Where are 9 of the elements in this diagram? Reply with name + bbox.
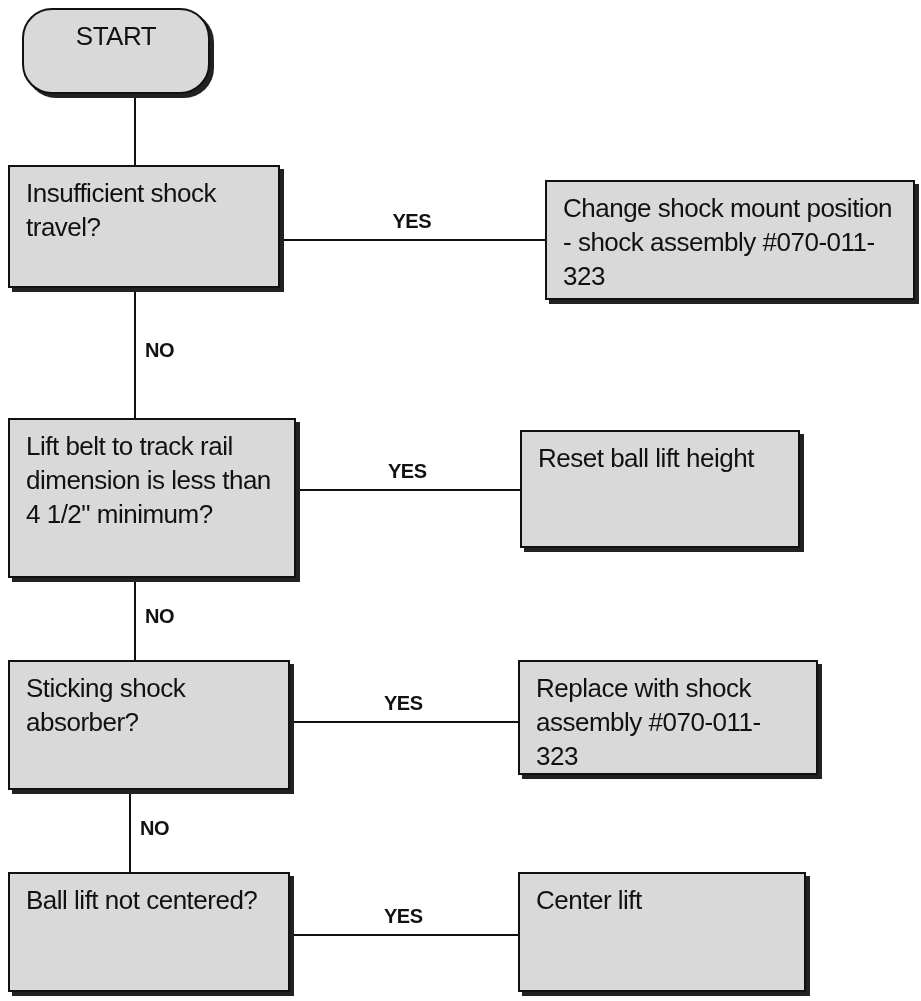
node-text: Insufficient shock travel? — [26, 177, 218, 244]
node-text: Reset ball lift height — [538, 442, 756, 475]
node-text: START — [75, 20, 157, 53]
node-text: Replace with shock assembly #070-011-323 — [536, 672, 762, 773]
node-text: Center lift — [536, 884, 643, 917]
node-text: Sticking shock absorber? — [26, 672, 187, 739]
node-text: Change shock mount position - shock assembly #070-011-323 — [563, 192, 894, 293]
node-text: Lift belt to track rail dimension is less than 4 1/2" minimum? — [26, 430, 272, 531]
node-text: Ball lift not centered? — [26, 884, 259, 917]
